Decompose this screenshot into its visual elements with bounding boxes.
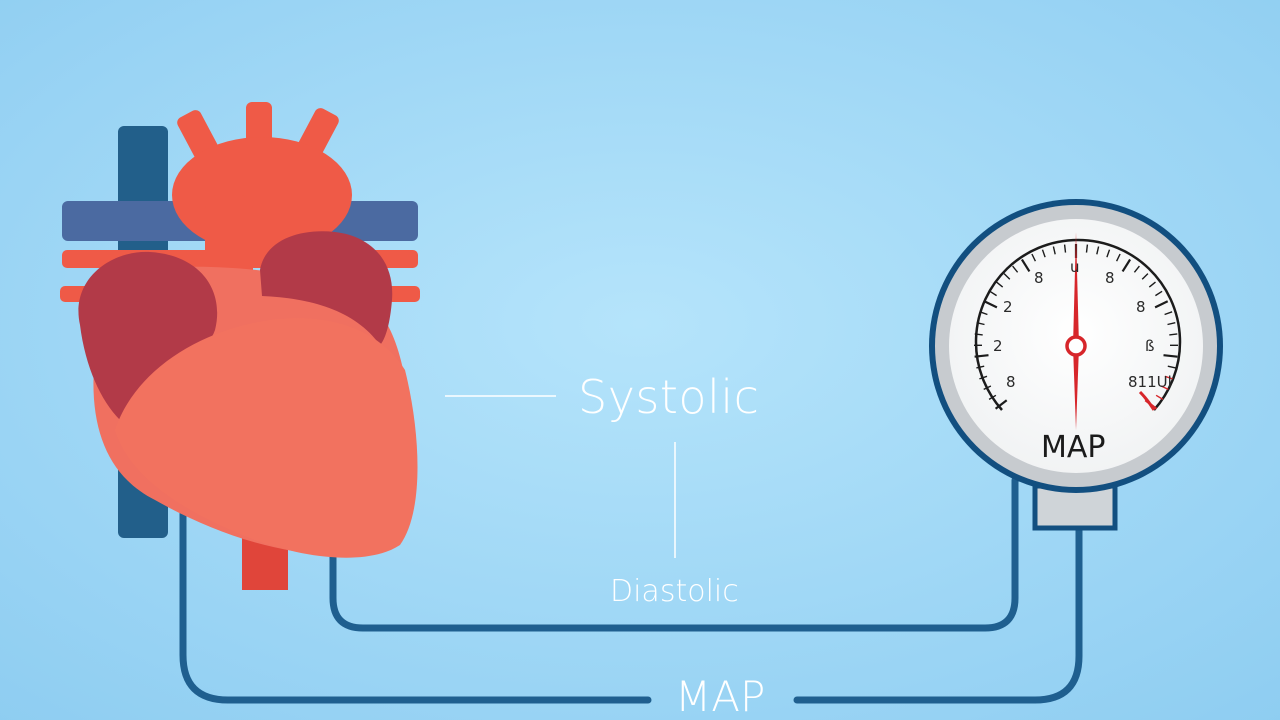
diastolic-label: Diastolic (610, 574, 739, 609)
gauge-label-lower-left: 8 (1006, 373, 1016, 391)
gauge-tick (1163, 354, 1178, 358)
gauge-tick (1160, 385, 1169, 391)
systolic-label: Systolic (578, 370, 760, 424)
gauge-tick (1164, 311, 1173, 316)
gauge-tick (1167, 322, 1176, 326)
gauge-tick (976, 365, 985, 369)
gauge-label-top-left: 8 (1034, 269, 1044, 287)
gauge-tick (1012, 265, 1019, 273)
blood-pressure-gauge-icon (929, 199, 1223, 531)
gauge-label-upper-left: 2 (1003, 298, 1013, 316)
gauge-tick (1096, 246, 1100, 255)
gauge-label-top-center: u (1070, 258, 1080, 276)
gauge-tick (1155, 394, 1164, 400)
left-atrium (78, 251, 218, 420)
gauge-tick (979, 311, 988, 316)
gauge-tick (1167, 365, 1176, 369)
gauge-tick (1020, 258, 1031, 272)
gauge-label-top-right: 8 (1105, 269, 1115, 287)
aorta-trunk (205, 195, 253, 285)
map-label: MAP (675, 672, 766, 720)
gauge-tick (1115, 253, 1121, 262)
gauge-tick (1133, 265, 1140, 273)
gauge-label-mid-left: 2 (993, 337, 1003, 355)
gauge-tick (974, 333, 983, 336)
gauge-ticks (974, 244, 1178, 410)
gauge-tick (983, 385, 992, 391)
gauge-tick (1003, 273, 1011, 280)
gauge-tick (988, 394, 997, 400)
gauge-tick (1063, 244, 1067, 253)
gauge-tick (1141, 273, 1149, 280)
gauge-tick (1031, 253, 1037, 262)
gauge-tick (1169, 333, 1178, 336)
gauge-tick (1164, 375, 1173, 380)
gauge-tick (1121, 258, 1132, 272)
gauge-label-lower-right: 811Ul (1128, 373, 1172, 391)
gauge-tick (989, 290, 997, 297)
outer-tube-left (179, 491, 652, 704)
gauge-label-mid-right: ß (1145, 337, 1155, 355)
gauge-tick (994, 399, 1008, 410)
gauge-tick (1154, 300, 1169, 309)
gauge-tick (1085, 244, 1089, 253)
gauge-stem (1032, 483, 1118, 531)
gauge-tick (1155, 290, 1163, 297)
gauge-pivot (1065, 335, 1087, 357)
gauge-arc (974, 238, 1182, 411)
ventricle-shadow (115, 318, 418, 558)
gauge-tick (1148, 281, 1156, 288)
gauge-red-zone (1138, 390, 1156, 411)
heart-illustration (60, 102, 420, 590)
gauge-tick (1106, 249, 1111, 258)
gauge-tick (976, 322, 985, 326)
gauge-title: MAP (1041, 430, 1106, 465)
gauge-tick (979, 375, 988, 380)
right-atrium (260, 231, 393, 345)
gauge-tick (1052, 246, 1056, 255)
gauge-tick (1041, 249, 1046, 258)
gauge-label-upper-right: 8 (1136, 298, 1146, 316)
outer-tube-right (793, 524, 1083, 704)
gauge-needle (1073, 232, 1079, 430)
tubing (179, 476, 1083, 704)
gauge-tick (983, 300, 998, 309)
inner-tube (329, 476, 1019, 632)
gauge-tick (974, 354, 989, 358)
gauge-tick (996, 281, 1004, 288)
